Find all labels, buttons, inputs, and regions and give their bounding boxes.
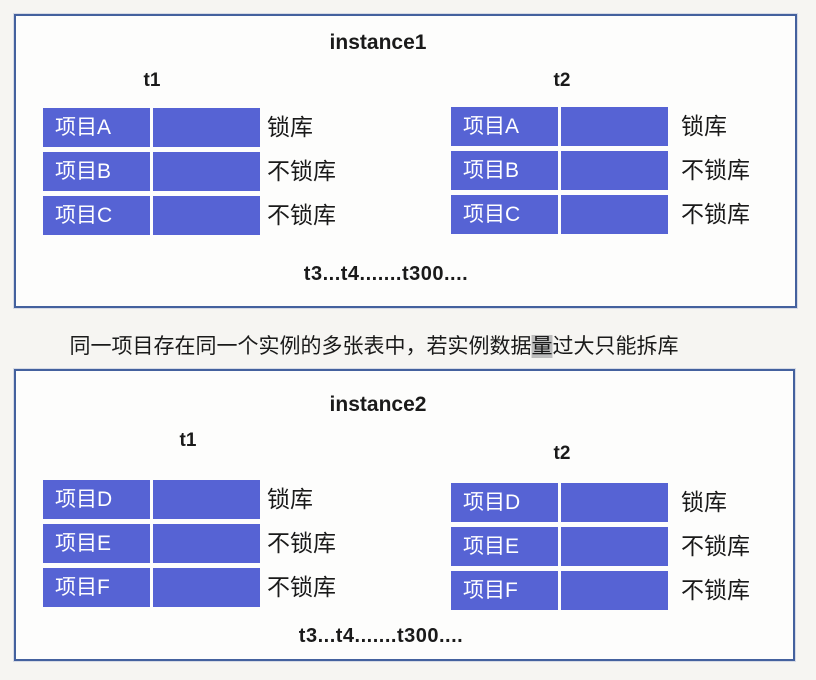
instance2-table-t1-name: t1 — [179, 430, 197, 451]
status-label: 锁库 — [267, 114, 313, 140]
table-row: 项目F — [451, 571, 668, 610]
instance1-table-t1-name: t1 — [143, 70, 161, 91]
instance1-title: instance1 — [329, 31, 427, 54]
empty-cell — [561, 195, 668, 234]
table-row: 项目E — [451, 527, 668, 566]
status-label: 锁库 — [681, 113, 727, 139]
status-label: 不锁库 — [681, 577, 750, 603]
status-label: 锁库 — [267, 486, 313, 512]
empty-cell — [561, 107, 668, 146]
instance1-table-t1-statuses: 锁库 不锁库 不锁库 — [267, 108, 407, 240]
table-row: 项目C — [43, 196, 260, 235]
status-label: 锁库 — [681, 489, 727, 515]
table-row: 项目C — [451, 195, 668, 234]
caption: 同一项目存在同一个实例的多张表中，若实例数据量过大只能拆库 — [70, 330, 679, 360]
status-label: 不锁库 — [267, 158, 336, 184]
status-label: 不锁库 — [267, 530, 336, 556]
item-cell: 项目B — [451, 151, 558, 190]
empty-cell — [153, 568, 260, 607]
instance2-more-tables-ellipsis: t3...t4.......t300.... — [298, 625, 464, 647]
status-label: 不锁库 — [681, 533, 750, 559]
empty-cell — [561, 151, 668, 190]
instance2-title: instance2 — [329, 393, 427, 416]
instance1-table-t2-name: t2 — [553, 70, 571, 91]
empty-cell — [153, 480, 260, 519]
empty-cell — [153, 152, 260, 191]
empty-cell — [561, 483, 668, 522]
empty-cell — [153, 108, 260, 147]
table-row: 项目A — [43, 108, 260, 147]
item-cell: 项目C — [43, 196, 150, 235]
table-row: 项目F — [43, 568, 260, 607]
item-cell: 项目A — [451, 107, 558, 146]
instance1-table-t2-statuses: 锁库 不锁库 不锁库 — [681, 107, 816, 239]
status-label: 不锁库 — [681, 157, 750, 183]
item-cell: 项目A — [43, 108, 150, 147]
status-label: 不锁库 — [267, 202, 336, 228]
empty-cell — [561, 571, 668, 610]
empty-cell — [561, 527, 668, 566]
instance1-table-t2: 项目A 项目B 项目C — [451, 107, 668, 234]
instance1-more-tables-ellipsis: t3...t4.......t300.... — [303, 263, 469, 285]
table-row: 项目A — [451, 107, 668, 146]
table-row: 项目B — [43, 152, 260, 191]
instance2-table-t2: 项目D 项目E 项目F — [451, 483, 668, 610]
item-cell: 项目E — [451, 527, 558, 566]
instance2-table-t1-statuses: 锁库 不锁库 不锁库 — [267, 480, 407, 612]
item-cell: 项目F — [451, 571, 558, 610]
status-label: 不锁库 — [267, 574, 336, 600]
item-cell: 项目F — [43, 568, 150, 607]
item-cell: 项目B — [43, 152, 150, 191]
status-label: 不锁库 — [681, 201, 750, 227]
empty-cell — [153, 524, 260, 563]
instance1-table-t1: 项目A 项目B 项目C — [43, 108, 260, 235]
instance2-table-t2-name: t2 — [553, 443, 571, 464]
item-cell: 项目D — [43, 480, 150, 519]
caption-highlighted-char: 量 — [531, 335, 553, 358]
item-cell: 项目E — [43, 524, 150, 563]
instance2-table-t1: 项目D 项目E 项目F — [43, 480, 260, 607]
instance2-table-t2-statuses: 锁库 不锁库 不锁库 — [681, 483, 816, 615]
item-cell: 项目C — [451, 195, 558, 234]
item-cell: 项目D — [451, 483, 558, 522]
table-row: 项目E — [43, 524, 260, 563]
empty-cell — [153, 196, 260, 235]
table-row: 项目B — [451, 151, 668, 190]
caption-text: 过大只能拆库 — [552, 335, 679, 358]
table-row: 项目D — [43, 480, 260, 519]
caption-text: 同一项目存在同一个实例的多张表中，若实例数据 — [69, 335, 532, 358]
table-row: 项目D — [451, 483, 668, 522]
